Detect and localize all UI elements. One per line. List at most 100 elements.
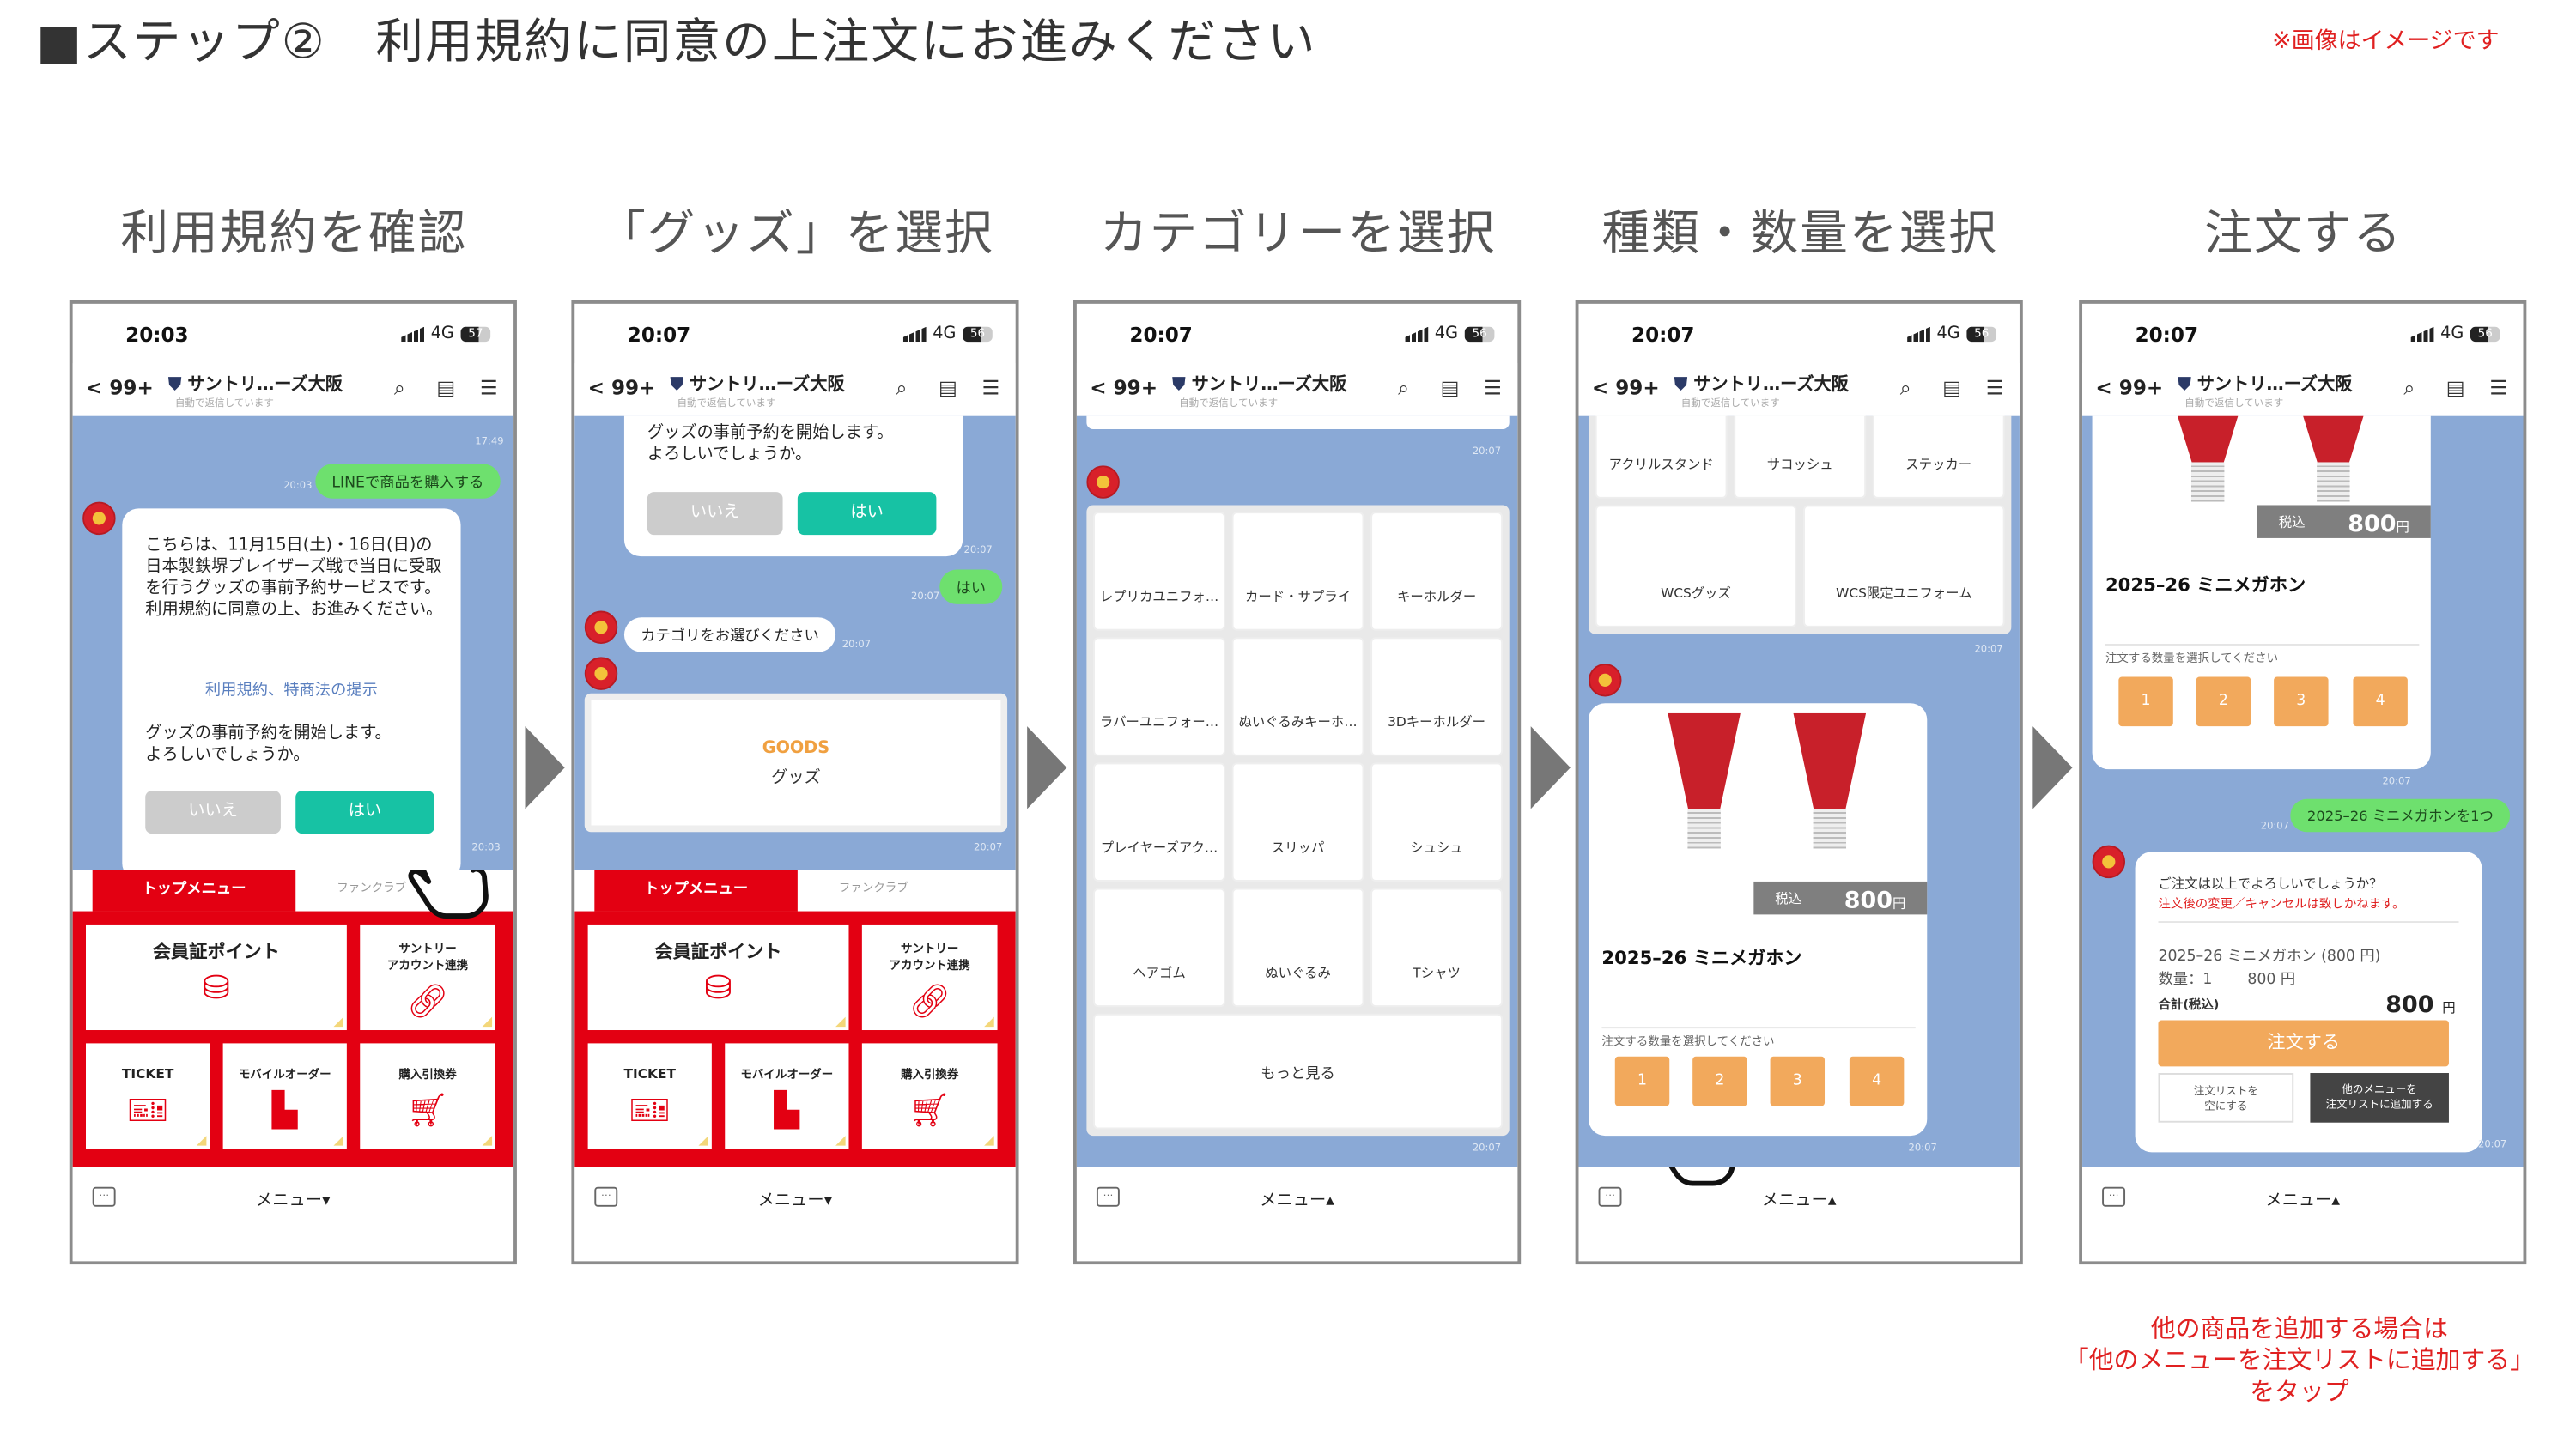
qty-button-3[interactable]: 3 (1770, 1056, 1826, 1106)
notes-icon[interactable]: ▤ (1942, 376, 1962, 400)
back-button[interactable]: < 99+ (587, 376, 656, 400)
category-item[interactable]: サコッシュ (1734, 415, 1867, 499)
no-button[interactable]: いいえ (145, 791, 281, 834)
search-icon[interactable]: ⌕ (1899, 376, 1911, 400)
hamburger-icon[interactable]: ☰ (2489, 376, 2507, 400)
tile-membership-points[interactable]: 会員証ポイント⛁ (587, 924, 849, 1031)
category-item[interactable]: アクリルスタンド (1595, 415, 1728, 499)
yes-button[interactable]: はい (295, 791, 434, 834)
tile-voucher[interactable]: 購入引換券🛒︎ (360, 1043, 495, 1149)
menu-toggle[interactable]: メニュー▾ (757, 1191, 833, 1210)
search-icon[interactable]: ⌕ (2403, 376, 2415, 400)
qty-button-3[interactable]: 3 (2274, 676, 2329, 727)
category-item[interactable]: ぬいぐるみキーホ… (1231, 637, 1364, 756)
goods-card[interactable]: GOODS グッズ (584, 693, 1008, 833)
category-item[interactable]: ヘアゴム (1093, 888, 1225, 1008)
hamburger-icon[interactable]: ☰ (1985, 376, 2004, 400)
tile-mobile-order[interactable]: モバイルオーダー▙ (222, 1043, 347, 1149)
account-name: ⛊ サントリ…ーズ大阪 (671, 372, 845, 397)
qty-button-2[interactable]: 2 (2196, 676, 2251, 727)
notes-icon[interactable]: ▤ (2445, 376, 2465, 400)
goods-jp: グッズ (771, 769, 821, 788)
tab-fanclub[interactable]: ファンクラブ (337, 881, 407, 895)
back-button[interactable]: < 99+ (2095, 376, 2164, 400)
keyboard-icon[interactable]: ⋯ (92, 1186, 116, 1207)
category-item[interactable]: ラバーユニフォー… (1093, 637, 1225, 756)
category-item[interactable]: ステッカー (1872, 415, 2005, 499)
menu-toggle[interactable]: メニュー▾ (256, 1191, 331, 1210)
tile-ticket[interactable]: TICKET🎫︎ (587, 1043, 712, 1149)
menu-toggle[interactable]: メニュー▴ (2265, 1191, 2341, 1210)
order-button[interactable]: 注文する (2158, 1020, 2449, 1067)
qty-button-4[interactable]: 4 (1849, 1056, 1905, 1106)
ticket-icon: 🎫︎ (629, 1089, 671, 1130)
note-line: をタップ (2250, 1376, 2349, 1407)
tile-account-link[interactable]: サントリー アカウント連携🔗︎ (360, 924, 495, 1031)
menu-toggle[interactable]: メニュー▴ (1260, 1191, 1334, 1210)
back-button[interactable]: < 99+ (1591, 376, 1660, 400)
network-label: 4G (1434, 324, 1459, 344)
tile-mobile-order[interactable]: モバイルオーダー▙ (725, 1043, 849, 1149)
notes-icon[interactable]: ▤ (436, 376, 456, 400)
no-button[interactable]: いいえ (647, 492, 783, 536)
category-item[interactable]: シュシュ (1370, 762, 1504, 882)
qty-button-2[interactable]: 2 (1692, 1056, 1747, 1106)
menu-toggle[interactable]: メニュー▴ (1761, 1191, 1837, 1210)
user-message: LINEで商品を購入する (315, 464, 501, 499)
tab-top-menu[interactable]: トップメニュー (92, 870, 296, 912)
product-title: 2025–26 ミニメガホン (2105, 574, 2306, 597)
back-button[interactable]: < 99+ (1090, 376, 1158, 400)
category-item[interactable]: WCSグッズ (1595, 505, 1797, 627)
tab-top-menu[interactable]: トップメニュー (594, 870, 798, 912)
keyboard-icon[interactable]: ⋯ (1598, 1186, 1622, 1207)
back-button[interactable]: < 99+ (86, 376, 154, 400)
status-time: 20:07 (627, 323, 691, 347)
add-other-menu-button[interactable]: 他のメニューを 注文リストに追加する (2310, 1073, 2449, 1123)
category-item[interactable]: スリッパ (1231, 762, 1364, 882)
notes-icon[interactable]: ▤ (938, 376, 957, 400)
timestamp: 17:49 (475, 435, 504, 448)
price-band: 税込 800円 (2257, 505, 2431, 538)
tile-account-link[interactable]: サントリー アカウント連携🔗︎ (861, 924, 998, 1031)
qty-button-1[interactable]: 1 (2118, 676, 2173, 727)
tile-membership-points[interactable]: 会員証ポイント⛁ (86, 924, 347, 1031)
signal-icon (2410, 326, 2434, 343)
category-item[interactable]: キーホルダー (1370, 512, 1504, 631)
notes-icon[interactable]: ▤ (1440, 376, 1460, 400)
hamburger-icon[interactable]: ☰ (1484, 376, 1502, 400)
terms-link[interactable]: 利用規約、特商法の提示 (204, 682, 378, 700)
category-item[interactable]: WCS限定ユニフォーム (1803, 505, 2005, 627)
qty-button-4[interactable]: 4 (2353, 676, 2408, 727)
keyboard-icon[interactable]: ⋯ (594, 1186, 618, 1207)
hamburger-icon[interactable]: ☰ (981, 376, 1000, 400)
total-amount: 800 (2385, 991, 2434, 1019)
category-item-tshirt[interactable]: Tシャツ (1370, 888, 1504, 1008)
cancel-warning: 注文後の変更／キャンセルは致しかねます。 (2158, 896, 2405, 912)
more-button[interactable]: もっと見る (1093, 1013, 1504, 1130)
keyboard-icon[interactable]: ⋯ (2102, 1186, 2126, 1207)
qty-button-1[interactable]: 1 (1614, 1056, 1670, 1106)
keyboard-icon[interactable]: ⋯ (1096, 1186, 1120, 1207)
category-item[interactable]: プレイヤーズアク… (1093, 762, 1225, 882)
hamburger-icon[interactable]: ☰ (479, 376, 498, 400)
yes-button[interactable]: はい (797, 492, 937, 536)
goods-en: GOODS (762, 739, 830, 758)
battery-icon: 56 (1464, 326, 1495, 343)
search-icon[interactable]: ⌕ (1398, 376, 1410, 400)
bot-avatar (1086, 465, 1120, 499)
tile-voucher[interactable]: 購入引換券🛒︎ (861, 1043, 998, 1149)
category-grid: レプリカユニフォ… カード・サプライ キーホルダー ラバーユニフォー… ぬいぐる… (1086, 505, 1510, 1137)
search-icon[interactable]: ⌕ (896, 376, 908, 400)
category-item[interactable]: 3Dキーホルダー (1370, 637, 1504, 756)
shield-icon: ⛊ (670, 374, 690, 395)
category-item[interactable]: ぬいぐるみ (1231, 888, 1364, 1008)
tab-fanclub[interactable]: ファンクラブ (838, 881, 908, 895)
tile-ticket[interactable]: TICKET🎫︎ (86, 1043, 210, 1149)
bot-avatar (584, 657, 618, 690)
confirm-text: グッズの事前予約を開始します。 よろしいでしょうか。 (647, 424, 894, 464)
category-item[interactable]: カード・サプライ (1231, 512, 1364, 631)
category-item[interactable]: レプリカユニフォ… (1093, 512, 1225, 631)
clear-list-button[interactable]: 注文リストを 空にする (2158, 1073, 2294, 1123)
search-icon[interactable]: ⌕ (393, 376, 405, 400)
